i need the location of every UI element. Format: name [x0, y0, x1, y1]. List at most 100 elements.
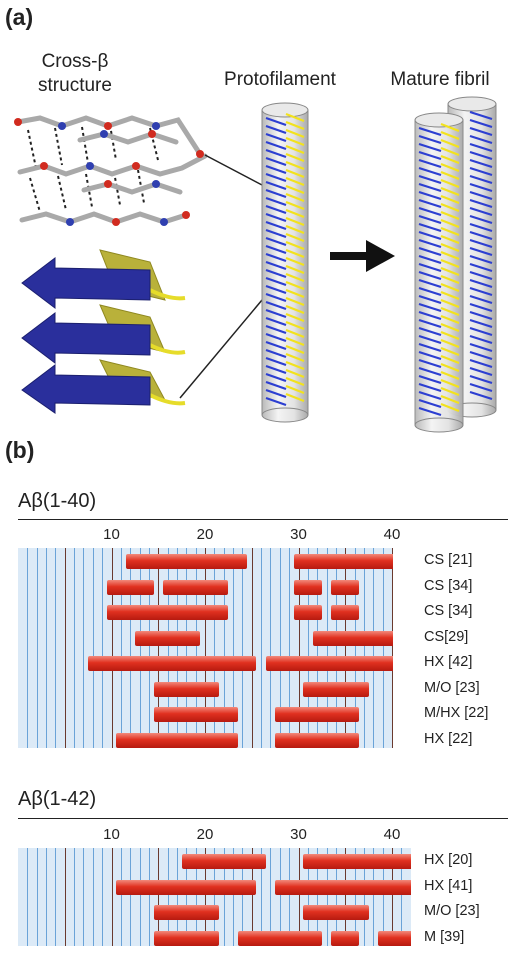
method-reference-label: HX [20] — [424, 852, 473, 868]
residue-gridline — [317, 848, 319, 946]
residue-gridline — [223, 848, 225, 946]
cross-beta-heading-line2: structure — [38, 75, 112, 96]
residue-tick-label: 20 — [196, 526, 214, 543]
method-reference-label: HX [41] — [424, 877, 473, 894]
method-reference-label: M [39] — [424, 928, 465, 945]
structured-segment-bar — [134, 630, 201, 646]
residue-gridline — [335, 548, 337, 748]
structured-segment-bar — [162, 579, 229, 595]
residue-gridline — [289, 848, 291, 946]
residue-gridline — [373, 548, 375, 748]
residue-gridline — [102, 548, 104, 748]
residue-gridline — [205, 548, 206, 748]
residue-gridline — [92, 848, 94, 946]
residue-gridline — [345, 548, 347, 748]
residue-gridline — [27, 548, 29, 748]
residue-gridline — [139, 548, 141, 748]
structured-segment-bar — [275, 707, 360, 722]
residue-gridline — [55, 848, 57, 946]
residue-gridline — [36, 548, 38, 748]
structured-segment-bar — [153, 707, 238, 722]
residue-gridline — [317, 548, 319, 748]
section-rule-abeta42 — [18, 818, 508, 819]
residue-gridline — [251, 548, 253, 748]
residue-gridline — [214, 548, 216, 748]
residue-gridline — [83, 548, 85, 748]
residue-gridline — [46, 548, 48, 748]
structured-segment-bar — [275, 732, 360, 748]
residue-gridline — [392, 548, 393, 748]
panel-a-label: (a) — [5, 4, 34, 30]
residue-gridline — [195, 848, 197, 946]
structured-segment-bar — [303, 681, 369, 697]
residue-gridline — [139, 848, 141, 946]
section-title-abeta42: Aβ(1-42) — [18, 788, 97, 810]
residue-gridline — [186, 548, 188, 748]
residue-gridline — [158, 548, 160, 748]
residue-gridline — [64, 848, 66, 946]
residue-gridline — [158, 848, 160, 946]
structured-segment-bar — [153, 905, 219, 920]
structured-segment-bar — [293, 579, 322, 595]
residue-gridline — [345, 848, 347, 946]
residue-gridline — [186, 848, 188, 946]
residue-gridline — [401, 848, 403, 946]
structured-segment-bar — [377, 930, 411, 946]
method-reference-label: CS [21] — [424, 552, 473, 568]
residue-gridline — [195, 548, 197, 748]
protofilament-heading: Protofilament — [224, 69, 336, 90]
structured-segment-bar — [237, 930, 322, 946]
structured-segment-bar — [275, 879, 411, 895]
residue-gridline — [326, 548, 328, 748]
residue-gridline — [130, 548, 132, 748]
residue-gridline — [307, 548, 309, 748]
structured-segment-bar — [106, 579, 154, 595]
residue-gridline — [214, 848, 216, 946]
residue-gridline — [270, 548, 272, 748]
residue-gridline — [223, 548, 225, 748]
residue-gridline — [261, 848, 263, 946]
residue-gridline — [261, 548, 263, 748]
structured-segment-bar — [312, 630, 393, 646]
structured-segment-bar — [181, 854, 266, 869]
mature-fibril-heading: Mature fibril — [390, 69, 490, 90]
residue-track-abeta40 — [18, 548, 393, 748]
method-reference-label: M/O [23] — [424, 679, 480, 696]
structured-segment-bar — [265, 656, 393, 671]
cross-beta-stick-model — [14, 115, 208, 226]
structured-segment-bar — [331, 579, 360, 595]
residue-gridline — [148, 848, 150, 946]
residue-gridline — [335, 848, 337, 946]
protofilament-cylinder — [261, 102, 309, 423]
structured-segment-bar — [331, 930, 360, 946]
residue-gridline — [148, 548, 150, 748]
structured-segment-bar — [106, 605, 229, 620]
residue-gridline — [326, 848, 328, 946]
residue-gridline — [176, 848, 178, 946]
structured-segment-bar — [88, 656, 257, 671]
method-reference-label: M/O [23] — [424, 903, 480, 919]
residue-gridline — [92, 548, 94, 748]
section-rule-abeta40 — [18, 519, 508, 520]
residue-gridline — [279, 548, 281, 748]
structured-segment-bar — [293, 554, 393, 569]
residue-tick-label: 40 — [383, 526, 401, 543]
fibril-illustration — [14, 96, 497, 433]
residue-gridline — [176, 548, 178, 748]
residue-track-abeta42 — [18, 848, 411, 946]
residue-gridline — [307, 848, 309, 946]
residue-gridline — [205, 848, 206, 946]
structured-segment-bar — [153, 930, 219, 946]
method-reference-label: CS [34] — [424, 603, 473, 619]
structured-segment-bar — [331, 605, 360, 620]
residue-tick-label: 30 — [290, 826, 307, 843]
residue-gridline — [363, 848, 365, 946]
residue-gridline — [242, 848, 244, 946]
residue-gridline — [354, 548, 356, 748]
panel-b-label: (b) — [5, 437, 35, 463]
residue-gridline — [74, 848, 76, 946]
residue-gridline — [120, 848, 122, 946]
residue-tick-label: 30 — [290, 526, 307, 543]
method-reference-label: M/HX [22] — [424, 705, 489, 721]
maturation-arrow — [330, 240, 395, 272]
